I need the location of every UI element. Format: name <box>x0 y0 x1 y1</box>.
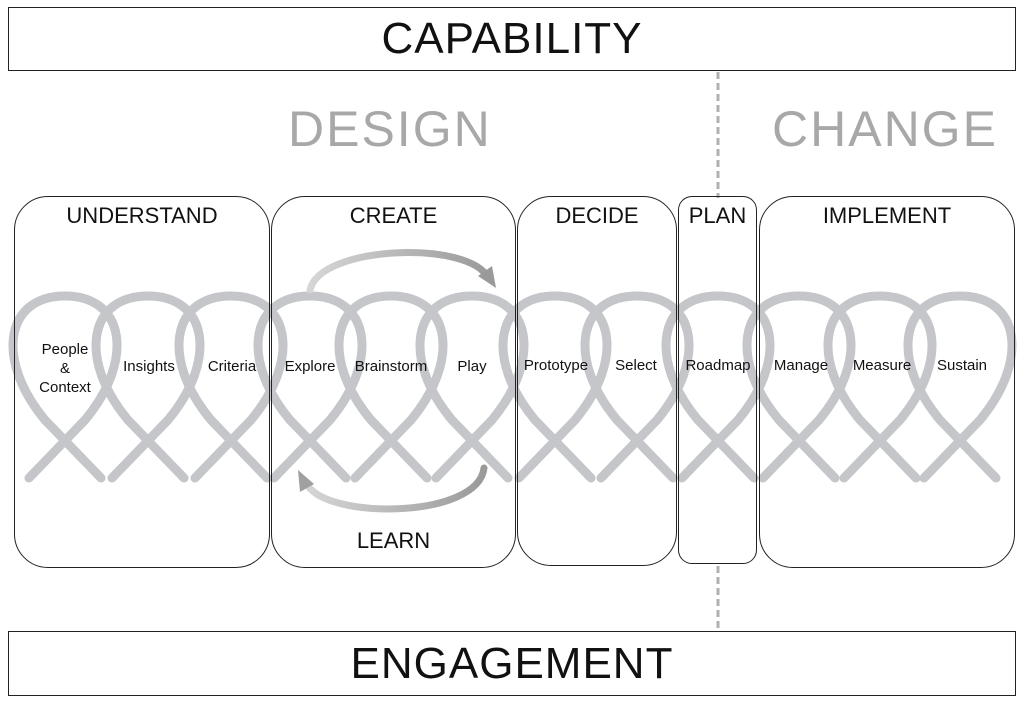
loop-12 <box>903 291 1017 483</box>
node-select: Select <box>615 357 657 374</box>
implement-panel <box>759 196 1015 568</box>
node-prototype: Prototype <box>523 357 589 374</box>
capability-bar: CAPABILITY <box>8 7 1016 71</box>
top-cycle-arrow <box>306 249 492 294</box>
node-brainstorm: Brainstorm <box>354 358 428 375</box>
node-manage: Manage <box>773 357 829 374</box>
node-measure: Measure <box>852 357 912 374</box>
node-insights: Insights <box>123 358 175 375</box>
design-phase-label: DESIGN <box>288 101 492 157</box>
loop-1 <box>8 291 122 483</box>
loop-4 <box>253 291 367 483</box>
create-title: CREATE <box>349 203 438 228</box>
learn-title: LEARN <box>356 528 431 553</box>
loop-chain <box>8 291 1017 483</box>
loop-7 <box>498 291 612 483</box>
loop-10 <box>742 291 856 483</box>
plan-panel <box>678 196 757 564</box>
loop-6 <box>415 291 529 483</box>
loop-3 <box>174 291 288 483</box>
loop-11 <box>823 291 937 483</box>
node-people-line3: Context <box>39 379 91 396</box>
understand-panel <box>14 196 270 568</box>
decide-title: DECIDE <box>555 203 639 228</box>
node-criteria: Criteria <box>207 358 257 375</box>
node-play: Play <box>457 358 487 375</box>
node-sustain: Sustain <box>936 357 988 374</box>
decide-panel <box>517 196 677 566</box>
node-roadmap: Roadmap <box>685 357 751 374</box>
capability-label: CAPABILITY <box>381 14 643 63</box>
engagement-bar: ENGAGEMENT <box>8 631 1016 696</box>
understand-title: UNDERSTAND <box>66 203 218 228</box>
bottom-arrow-head <box>298 470 314 492</box>
node-people-context: People & Context <box>26 340 104 397</box>
node-people-line1: People <box>41 341 89 358</box>
loop-2 <box>91 291 205 483</box>
top-arrow-head <box>478 266 496 288</box>
bottom-cycle-arrow <box>302 464 488 513</box>
plan-title: PLAN <box>688 203 747 228</box>
implement-title: IMPLEMENT <box>822 203 952 228</box>
engagement-label: ENGAGEMENT <box>350 638 674 688</box>
loop-8 <box>580 291 694 483</box>
loop-9 <box>661 291 775 483</box>
create-panel <box>271 196 516 568</box>
loop-5 <box>334 291 448 483</box>
node-people-line2: & <box>59 360 70 377</box>
node-explore: Explore <box>284 358 336 375</box>
change-phase-label: CHANGE <box>772 101 998 157</box>
